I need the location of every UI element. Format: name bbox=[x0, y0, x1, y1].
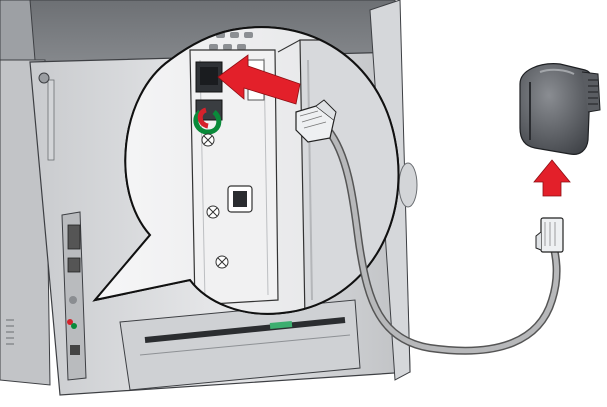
red-arrow-attach bbox=[533, 159, 571, 197]
red-arrow-insert bbox=[217, 54, 301, 105]
screw-icon bbox=[206, 205, 220, 219]
line-adapter bbox=[519, 63, 601, 155]
screw-icon bbox=[38, 72, 50, 84]
phone-cable bbox=[324, 126, 561, 355]
usb-port bbox=[227, 185, 253, 213]
rj11-connector bbox=[295, 99, 337, 143]
screw-icon bbox=[201, 133, 215, 147]
ground-lug bbox=[193, 107, 222, 135]
rj11-connector bbox=[535, 217, 564, 253]
screw-icon bbox=[215, 255, 229, 269]
